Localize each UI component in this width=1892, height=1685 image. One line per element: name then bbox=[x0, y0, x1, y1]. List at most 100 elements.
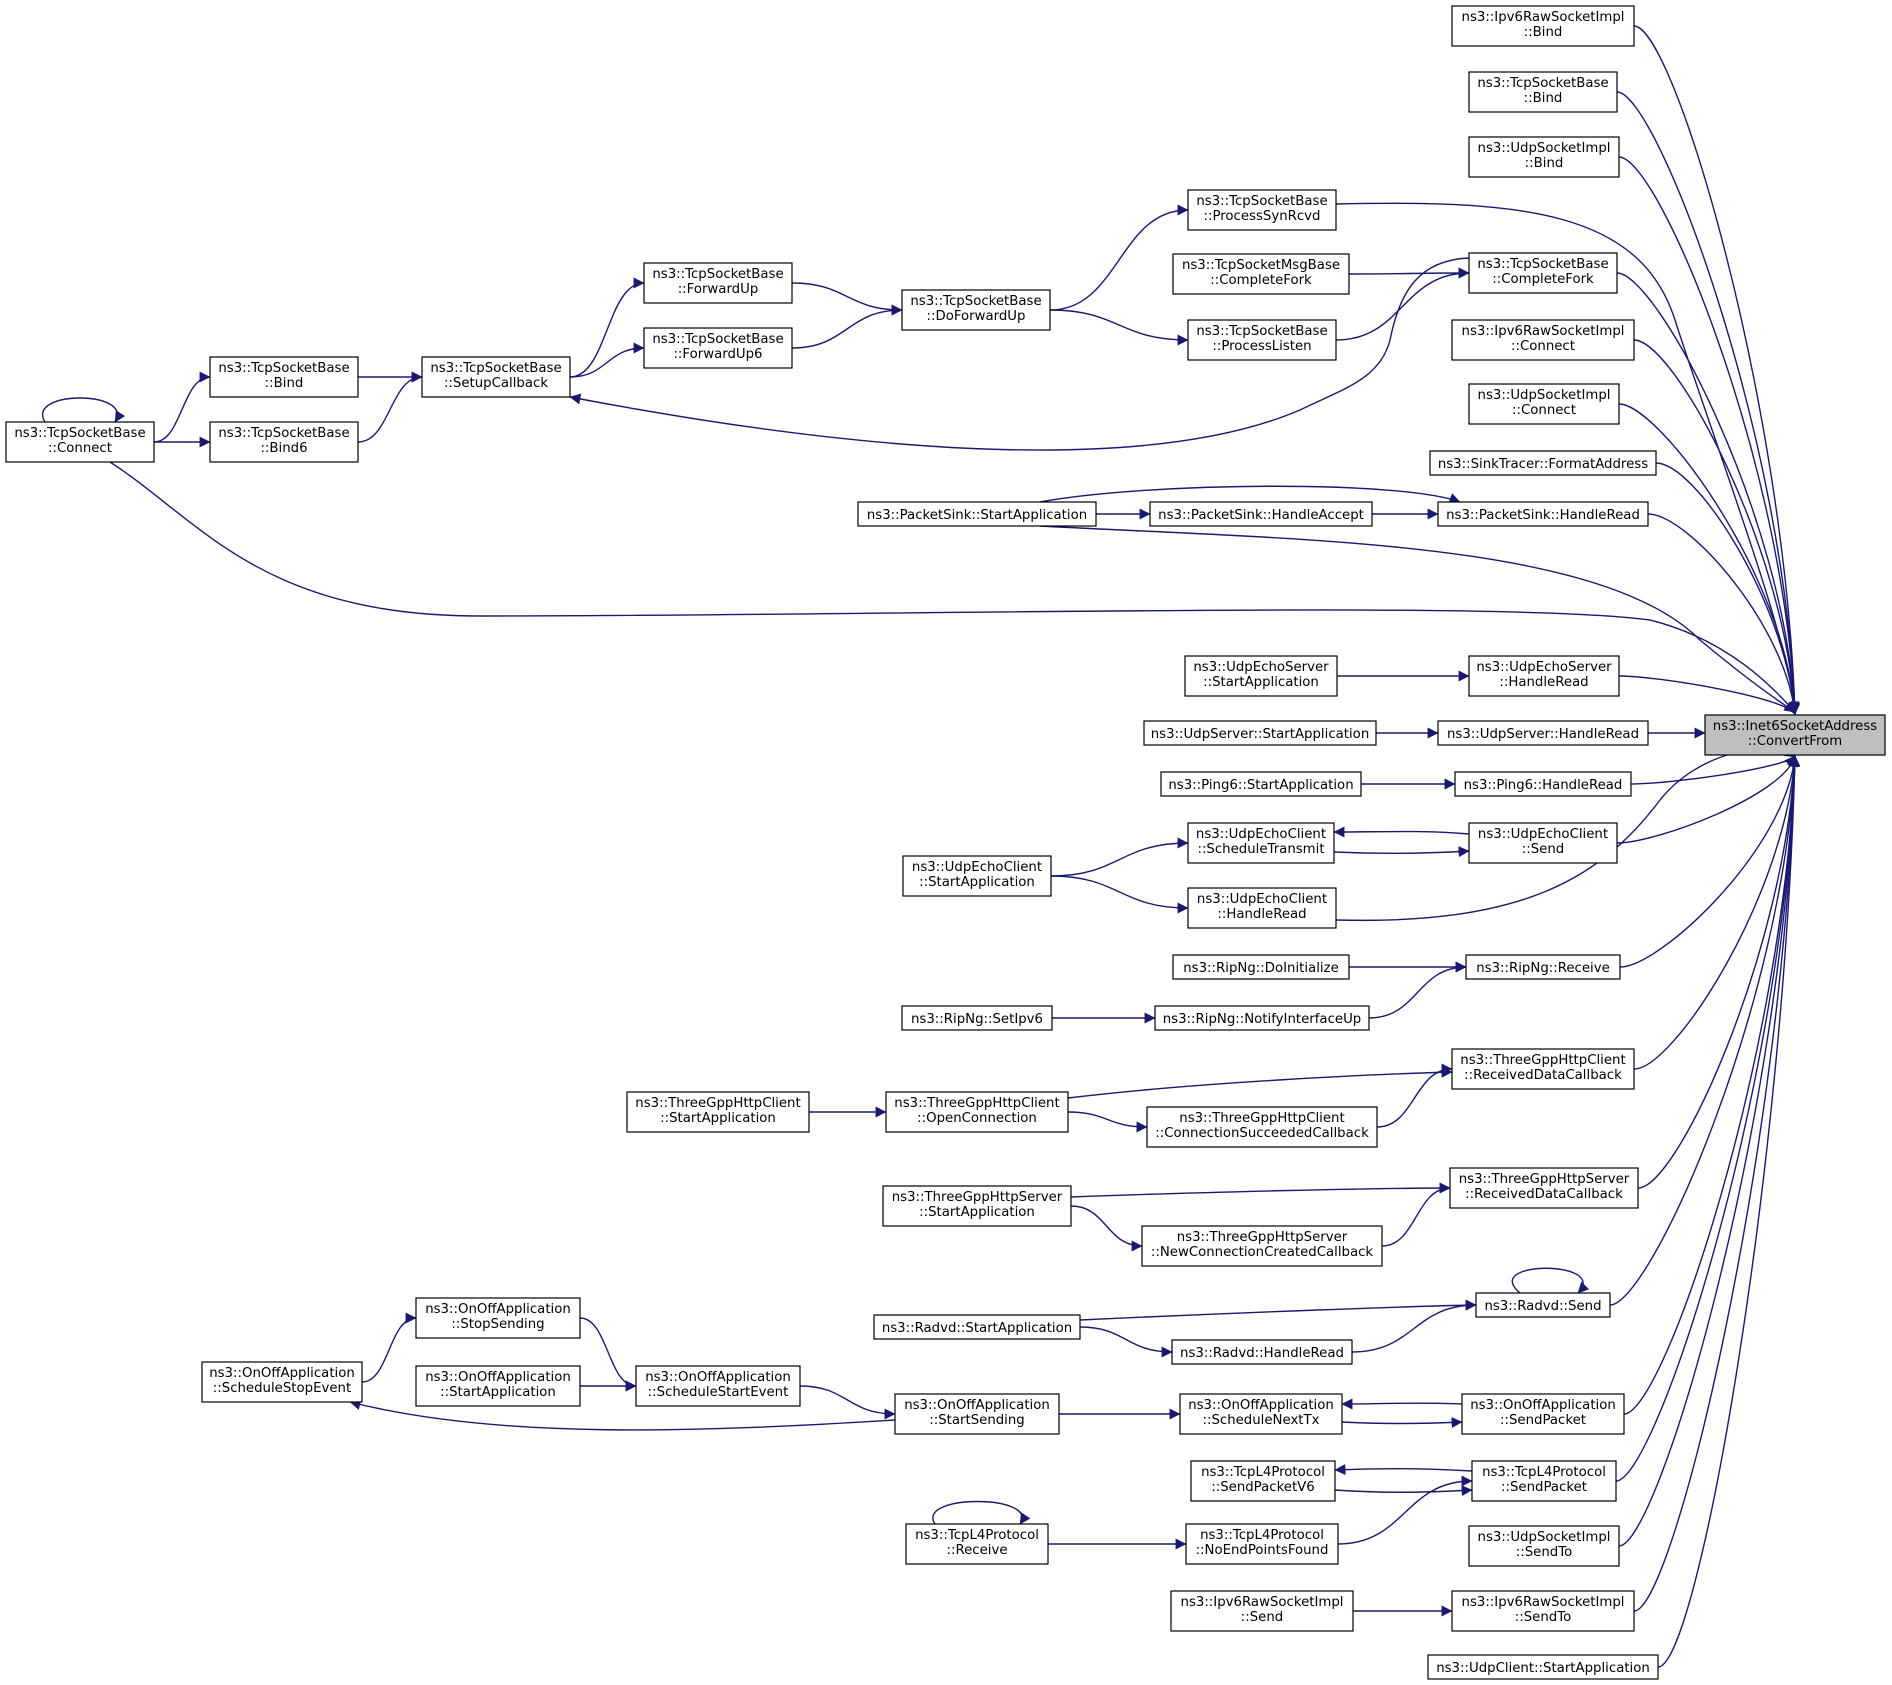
edge-ooa_sendpacket-to-ooa_nexttx bbox=[1341, 1398, 1463, 1410]
node-tcp-completefork[interactable]: ns3::TcpSocketBase::CompleteFork bbox=[1468, 252, 1618, 294]
edge-ues_handleread-to-convertfrom bbox=[1618, 675, 1796, 715]
node-label: ns3::TcpL4Protocol bbox=[915, 1528, 1039, 1543]
node-udp-connect[interactable]: ns3::UdpSocketImpl::Connect bbox=[1468, 383, 1620, 425]
node-ooa-stopsending[interactable]: ns3::OnOffApplication::StopSending bbox=[415, 1297, 581, 1339]
node-udp-sendto[interactable]: ns3::UdpSocketImpl::SendTo bbox=[1468, 1525, 1620, 1567]
node-box bbox=[209, 356, 359, 398]
node-ooa-sendpacket[interactable]: ns3::OnOffApplication::SendPacket bbox=[1461, 1393, 1625, 1435]
node-box bbox=[1468, 822, 1618, 864]
edge-tcpl4_sendpacket-to-tcpl4_sendv6 bbox=[1334, 1464, 1473, 1476]
node-label: ns3::TcpSocketBase bbox=[1477, 257, 1608, 272]
node-tcpl4-sendpacket[interactable]: ns3::TcpL4Protocol::SendPacket bbox=[1471, 1460, 1617, 1502]
node-box bbox=[1187, 822, 1335, 864]
node-msg-completefork[interactable]: ns3::TcpSocketMsgBase::CompleteFork bbox=[1172, 253, 1350, 295]
edge-uec_start-to-uec_handleread bbox=[1050, 875, 1189, 914]
node-box bbox=[1468, 655, 1620, 697]
node-box bbox=[882, 1185, 1072, 1227]
node-ripng-receive[interactable]: ns3::RipNg::Receive bbox=[1465, 954, 1621, 980]
node-box bbox=[1468, 1525, 1620, 1567]
node-ripng-doinit[interactable]: ns3::RipNg::DoInitialize bbox=[1172, 954, 1350, 980]
node-label: ::Connect bbox=[1511, 339, 1575, 354]
node-tcp-processsynrcvd[interactable]: ns3::TcpSocketBase::ProcessSynRcvd bbox=[1187, 189, 1337, 231]
node-tcp-forwardup6[interactable]: ns3::TcpSocketBase::ForwardUp6 bbox=[643, 327, 793, 369]
node-uec-handleread[interactable]: ns3::UdpEchoClient::HandleRead bbox=[1187, 887, 1337, 929]
node-label: ::ScheduleTransmit bbox=[1197, 842, 1324, 857]
edge-tcp_doforwardup-to-tcp_processlisten bbox=[1049, 309, 1189, 346]
node-label: ns3::Radvd::StartApplication bbox=[882, 1321, 1072, 1336]
node-label: ::ScheduleNextTx bbox=[1202, 1413, 1319, 1428]
node-label: ::SendPacket bbox=[1501, 1480, 1587, 1495]
node-label: ns3::UdpEchoClient bbox=[1196, 827, 1326, 842]
node-udp-bind[interactable]: ns3::UdpSocketImpl::Bind bbox=[1468, 136, 1620, 178]
node-box bbox=[1468, 71, 1618, 113]
node-ooa-schedstart[interactable]: ns3::OnOffApplication::ScheduleStartEven… bbox=[635, 1365, 801, 1407]
node-label: ns3::Radvd::Send bbox=[1484, 1299, 1601, 1314]
node-label: ns3::TcpSocketBase bbox=[218, 361, 349, 376]
node-ipv6raw-bind[interactable]: ns3::Ipv6RawSocketImpl::Bind bbox=[1451, 5, 1635, 47]
node-label: ::SetupCallback bbox=[444, 376, 548, 391]
node-uec-schedule[interactable]: ns3::UdpEchoClient::ScheduleTransmit bbox=[1187, 822, 1335, 864]
edge-ps_start-to-ps_handleread bbox=[1039, 485, 1461, 504]
node-label: ::ReceivedDataCallback bbox=[1465, 1187, 1623, 1202]
node-ues-handleread[interactable]: ns3::UdpEchoServer::HandleRead bbox=[1468, 655, 1620, 697]
node-tgs-rdc[interactable]: ns3::ThreeGppHttpServer::ReceivedDataCal… bbox=[1449, 1167, 1639, 1209]
node-ps-start[interactable]: ns3::PacketSink::StartApplication bbox=[857, 501, 1097, 527]
node-uec-start[interactable]: ns3::UdpEchoClient::StartApplication bbox=[902, 855, 1052, 897]
node-tcp-bind-l[interactable]: ns3::TcpSocketBase::Bind bbox=[209, 356, 359, 398]
node-radvd-send[interactable]: ns3::Radvd::Send bbox=[1475, 1292, 1611, 1318]
node-label: ns3::Inet6SocketAddress bbox=[1713, 719, 1878, 734]
node-box bbox=[1461, 1393, 1625, 1435]
node-tcpl4-receive[interactable]: ns3::TcpL4Protocol::Receive bbox=[905, 1523, 1049, 1565]
edge-uec_send-to-uec_schedule bbox=[1333, 826, 1470, 838]
node-ooa-schedstop[interactable]: ns3::OnOffApplication::ScheduleStopEvent bbox=[201, 1361, 363, 1403]
node-tcpl4-sendv6[interactable]: ns3::TcpL4Protocol::SendPacketV6 bbox=[1190, 1460, 1336, 1502]
node-tcp-connect[interactable]: ns3::TcpSocketBase::Connect bbox=[5, 421, 155, 463]
node-tgc-rdc[interactable]: ns3::ThreeGppHttpClient::ReceivedDataCal… bbox=[1451, 1048, 1635, 1090]
node-ps-handleaccept[interactable]: ns3::PacketSink::HandleAccept bbox=[1149, 501, 1373, 527]
node-radvd-start[interactable]: ns3::Radvd::StartApplication bbox=[873, 1314, 1081, 1340]
node-label: ns3::TcpL4Protocol bbox=[1482, 1465, 1606, 1480]
node-box bbox=[885, 1091, 1069, 1133]
node-tgc-start[interactable]: ns3::ThreeGppHttpClient::StartApplicatio… bbox=[626, 1091, 810, 1133]
node-tcp-setupcallback[interactable]: ns3::TcpSocketBase::SetupCallback bbox=[421, 356, 571, 398]
node-tgc-open[interactable]: ns3::ThreeGppHttpClient::OpenConnection bbox=[885, 1091, 1069, 1133]
node-label: ns3::Radvd::HandleRead bbox=[1180, 1346, 1344, 1361]
node-radvd-handleread[interactable]: ns3::Radvd::HandleRead bbox=[1171, 1339, 1353, 1365]
node-label: ns3::TcpL4Protocol bbox=[1200, 1528, 1324, 1543]
edge-tgc_csc-to-tgc_rdc bbox=[1376, 1063, 1453, 1128]
node-tcp-processlisten[interactable]: ns3::TcpSocketBase::ProcessListen bbox=[1187, 319, 1337, 361]
node-tcp-doforwardup[interactable]: ns3::TcpSocketBase::DoForwardUp bbox=[901, 289, 1051, 331]
node-ooa-start[interactable]: ns3::OnOffApplication::StartApplication bbox=[415, 1365, 581, 1407]
node-tgs-nccc[interactable]: ns3::ThreeGppHttpServer::NewConnectionCr… bbox=[1141, 1225, 1383, 1267]
node-ipv6raw-send[interactable]: ns3::Ipv6RawSocketImpl::Send bbox=[1170, 1590, 1354, 1632]
node-sink-format[interactable]: ns3::SinkTracer::FormatAddress bbox=[1429, 450, 1657, 476]
node-ripng-notify[interactable]: ns3::RipNg::NotifyInterfaceUp bbox=[1154, 1005, 1370, 1031]
node-uc-start[interactable]: ns3::UdpClient::StartApplication bbox=[1427, 1654, 1659, 1680]
node-tcp-bind-r[interactable]: ns3::TcpSocketBase::Bind bbox=[1468, 71, 1618, 113]
node-us-start[interactable]: ns3::UdpServer::StartApplication bbox=[1143, 720, 1377, 746]
node-tgc-csc[interactable]: ns3::ThreeGppHttpClient::ConnectionSucce… bbox=[1146, 1106, 1378, 1148]
node-ues-start[interactable]: ns3::UdpEchoServer::StartApplication bbox=[1184, 655, 1338, 697]
node-ps-handleread[interactable]: ns3::PacketSink::HandleRead bbox=[1437, 501, 1649, 527]
node-ping6-start[interactable]: ns3::Ping6::StartApplication bbox=[1160, 771, 1362, 797]
node-ping6-handleread[interactable]: ns3::Ping6::HandleRead bbox=[1454, 771, 1632, 797]
node-convertfrom[interactable]: ns3::Inet6SocketAddress::ConvertFrom bbox=[1704, 714, 1886, 756]
node-label: ::SendPacket bbox=[1500, 1413, 1586, 1428]
node-label: ::ScheduleStartEvent bbox=[648, 1385, 789, 1400]
edge-msg_completefork-to-tcp_completefork bbox=[1348, 267, 1470, 279]
node-ipv6raw-sendto[interactable]: ns3::Ipv6RawSocketImpl::SendTo bbox=[1451, 1590, 1635, 1632]
node-ooa-startsending[interactable]: ns3::OnOffApplication::StartSending bbox=[894, 1393, 1060, 1435]
node-uec-send[interactable]: ns3::UdpEchoClient::Send bbox=[1468, 822, 1618, 864]
node-tcp-forwardup[interactable]: ns3::TcpSocketBase::ForwardUp bbox=[643, 262, 793, 304]
node-ripng-setipv6[interactable]: ns3::RipNg::SetIpv6 bbox=[901, 1005, 1053, 1031]
node-tgs-start[interactable]: ns3::ThreeGppHttpServer::StartApplicatio… bbox=[882, 1185, 1072, 1227]
node-tcp-bind6[interactable]: ns3::TcpSocketBase::Bind6 bbox=[209, 421, 359, 463]
node-tcpl4-noend[interactable]: ns3::TcpL4Protocol::NoEndPointsFound bbox=[1185, 1523, 1339, 1565]
node-box bbox=[1149, 501, 1373, 527]
node-ipv6raw-connect[interactable]: ns3::Ipv6RawSocketImpl::Connect bbox=[1451, 319, 1635, 361]
node-box bbox=[1170, 1590, 1354, 1632]
node-label: ::ProcessListen bbox=[1212, 339, 1311, 354]
node-ooa-nexttx[interactable]: ns3::OnOffApplication::ScheduleNextTx bbox=[1179, 1393, 1343, 1435]
node-label: ns3::UdpEchoServer bbox=[1476, 660, 1612, 675]
node-us-handleread[interactable]: ns3::UdpServer::HandleRead bbox=[1437, 720, 1649, 746]
